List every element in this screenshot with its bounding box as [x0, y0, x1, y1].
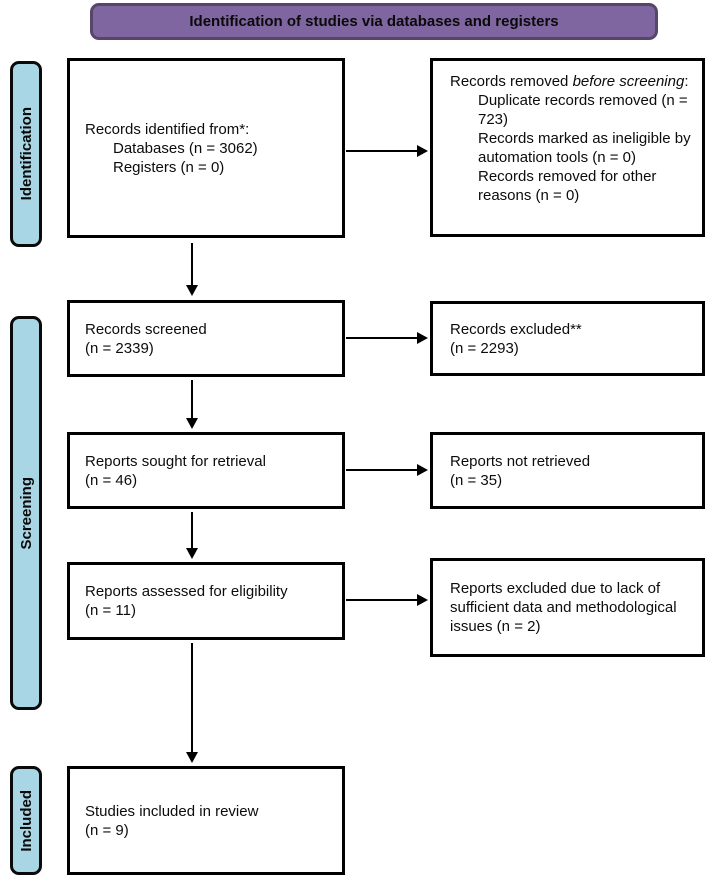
box-reports-not-retrieved-line2: (n = 35)	[450, 471, 503, 489]
banner-label: Identification of studies via databases …	[189, 13, 559, 30]
arrow-line	[191, 243, 193, 287]
arrow-down-head-icon	[186, 752, 198, 763]
arrow-screened-to-sought	[185, 380, 199, 429]
records-removed-title-italic: before screening	[572, 73, 685, 90]
banner-identification-via-databases: Identification of studies via databases …	[90, 3, 658, 40]
box-reports-not-retrieved-line1: Reports not retrieved	[450, 452, 591, 470]
arrow-right-head-icon	[417, 332, 428, 344]
box-studies-included-line2: (n = 9)	[85, 821, 129, 839]
box-records-removed-item: Records marked as ineligible by automati…	[478, 130, 691, 166]
box-studies-included: Studies included in review (n = 9)	[67, 766, 345, 875]
box-records-excluded: Records excluded** (n = 2293)	[430, 301, 705, 376]
arrow-right-head-icon	[417, 594, 428, 606]
box-records-removed-title: Records removed before screening:	[450, 72, 696, 91]
arrow-down-head-icon	[186, 418, 198, 429]
arrow-right-head-icon	[417, 145, 428, 157]
box-reports-assessed-line1: Reports assessed for eligibility	[85, 583, 288, 600]
arrow-assessed-to-included	[185, 643, 199, 763]
box-reports-sought: Reports sought for retrieval (n = 46)	[67, 432, 345, 509]
records-removed-title-prefix: Records removed	[450, 73, 573, 90]
box-records-excluded-line2: (n = 2293)	[450, 339, 519, 357]
stage-label-included-text: Included	[17, 789, 35, 852]
box-records-identified: Records identified from*: Databases (n =…	[67, 58, 345, 238]
stage-label-included: Included	[10, 766, 42, 875]
box-records-removed-item: Duplicate records removed (n = 723)	[478, 92, 688, 128]
arrow-identified-to-removed	[346, 144, 428, 158]
box-reports-sought-line2: (n = 46)	[85, 471, 138, 489]
box-records-screened-line2: (n = 2339)	[85, 339, 154, 357]
arrow-assessed-to-reports-excluded	[346, 593, 428, 607]
box-reports-excluded-text: Reports excluded due to lack of sufficie…	[450, 580, 677, 635]
box-records-removed-item: Records removed for other reasons (n = 0…	[478, 168, 657, 204]
box-records-screened-line1: Records screened	[85, 320, 207, 338]
box-studies-included-line1: Studies included in review	[85, 802, 259, 820]
box-records-identified-item: Registers (n = 0)	[113, 158, 225, 176]
arrow-line	[346, 599, 419, 601]
arrow-line	[191, 643, 193, 754]
box-records-removed: Records removed before screening: Duplic…	[430, 58, 705, 237]
box-reports-assessed: Reports assessed for eligibility (n = 11…	[67, 562, 345, 640]
stage-label-screening: Screening	[10, 316, 42, 710]
records-removed-title-suffix: :	[684, 73, 689, 90]
arrow-sought-to-assessed	[185, 512, 199, 559]
box-reports-sought-line1: Reports sought for retrieval	[85, 452, 266, 470]
box-records-excluded-line1: Records excluded**	[450, 320, 582, 338]
arrow-identified-to-screened	[185, 243, 199, 296]
arrow-down-head-icon	[186, 285, 198, 296]
box-records-screened: Records screened (n = 2339)	[67, 300, 345, 377]
stage-label-identification: Identification	[10, 61, 42, 247]
arrow-line	[346, 150, 419, 152]
arrow-right-head-icon	[417, 464, 428, 476]
stage-label-screening-text: Screening	[17, 476, 35, 550]
box-reports-excluded: Reports excluded due to lack of sufficie…	[430, 558, 705, 657]
stage-label-identification-text: Identification	[17, 107, 35, 201]
box-records-identified-item: Databases (n = 3062)	[113, 139, 258, 157]
arrow-screened-to-excluded	[346, 331, 428, 345]
box-reports-not-retrieved: Reports not retrieved (n = 35)	[430, 432, 705, 509]
box-records-identified-title: Records identified from*:	[85, 120, 250, 138]
arrow-line	[191, 512, 193, 550]
arrow-line	[191, 380, 193, 420]
arrow-line	[346, 337, 419, 339]
arrow-down-head-icon	[186, 548, 198, 559]
box-reports-assessed-line2: (n = 11)	[85, 602, 136, 619]
arrow-sought-to-not-retrieved	[346, 463, 428, 477]
arrow-line	[346, 469, 419, 471]
